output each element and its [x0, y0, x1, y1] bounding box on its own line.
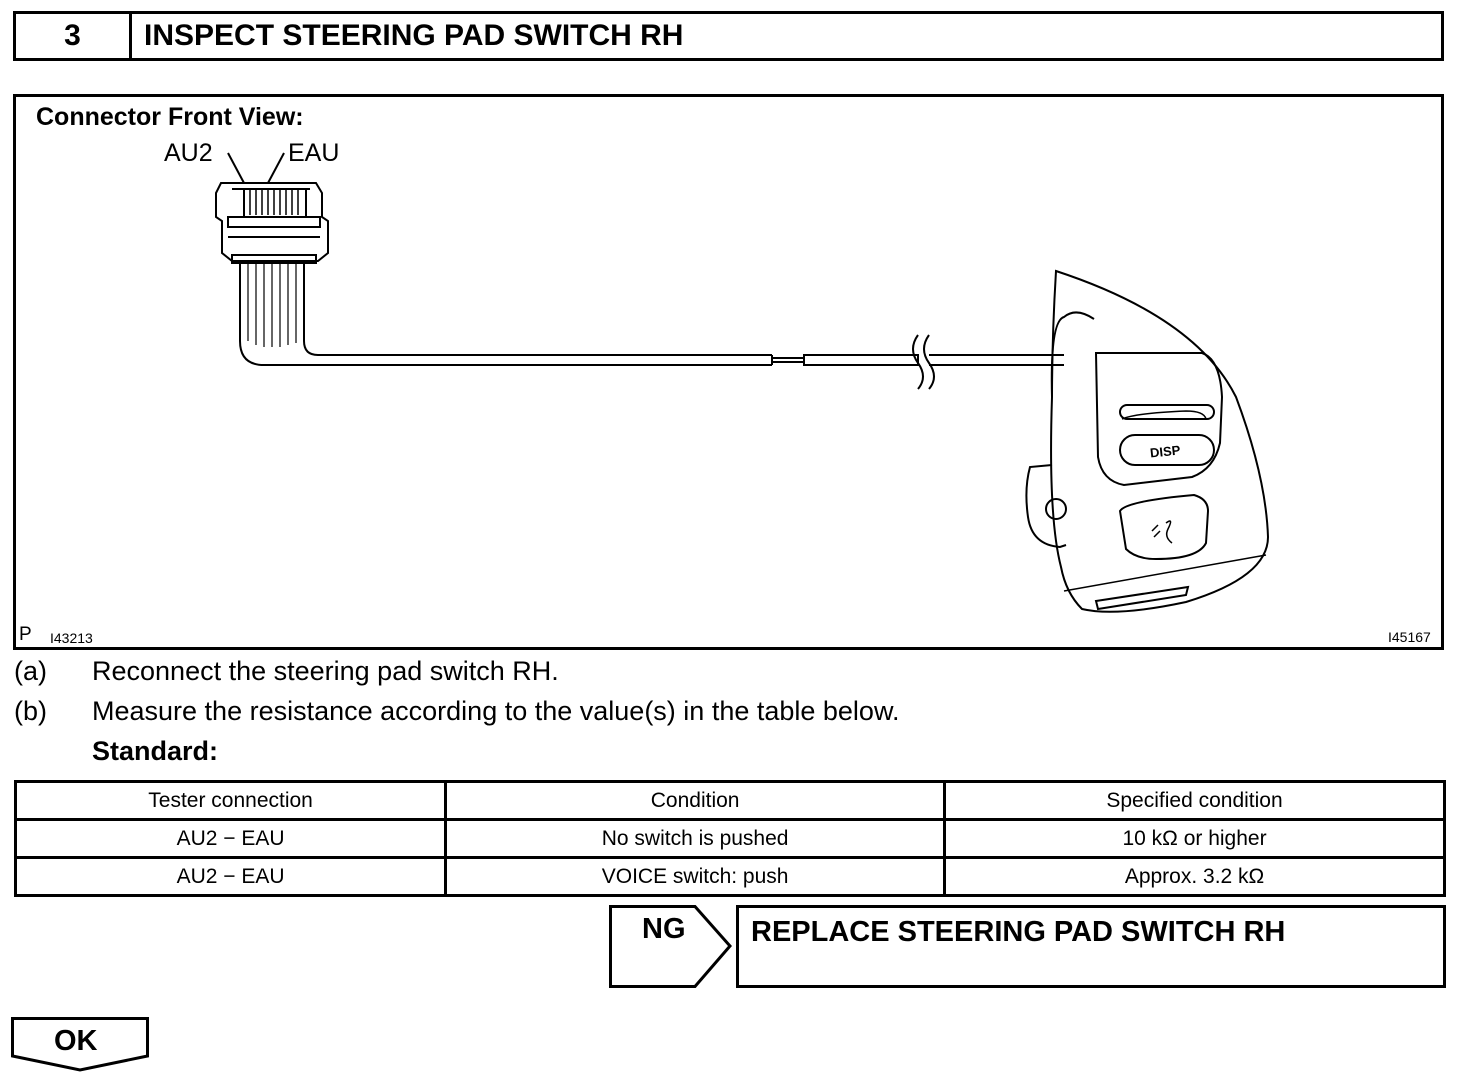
- terminal-label-au2: AU2: [164, 139, 213, 167]
- figure-caption: Connector Front View:: [36, 103, 304, 131]
- steering-pad-switch: [1050, 269, 1270, 613]
- instruction-marker: (a): [14, 656, 47, 686]
- ng-arrow: NG: [609, 905, 733, 996]
- instruction-marker: (b): [14, 696, 47, 726]
- disp-button-label: DISP: [1149, 442, 1182, 461]
- au2-leader: [227, 152, 245, 184]
- mounting-hole: [1045, 498, 1067, 520]
- table-cell: VOICE switch: push: [444, 856, 947, 897]
- break-mark: [912, 334, 924, 390]
- ok-label: OK: [54, 1025, 98, 1057]
- standard-label: Standard:: [92, 736, 219, 766]
- terminal-label-eau: EAU: [288, 139, 340, 167]
- ok-arrow-shape: [11, 1017, 149, 1072]
- wiring-diagram: [215, 152, 1270, 613]
- table-header: Tester connection: [13, 780, 448, 821]
- ok-arrow: OK: [11, 1017, 151, 1078]
- voice-icon: [1151, 520, 1173, 544]
- table-cell: AU2 − EAU: [13, 856, 448, 897]
- table-cell: Approx. 3.2 kΩ: [943, 856, 1446, 897]
- connector-illustration: Connector Front View: AU2 EAU DISP P I43…: [13, 94, 1444, 650]
- eau-leader: [267, 152, 285, 184]
- table-cell: 10 kΩ or higher: [943, 818, 1446, 859]
- terminal-cavities: [249, 189, 299, 215]
- table-row: AU2 − EAU VOICE switch: push Approx. 3.2…: [13, 856, 1446, 897]
- corner-mark: P: [19, 624, 32, 645]
- table-row: AU2 − EAU No switch is pushed 10 kΩ or h…: [13, 818, 1446, 859]
- table-cell: No switch is pushed: [444, 818, 947, 859]
- ng-action-box: REPLACE STEERING PAD SWITCH RH: [736, 905, 1446, 988]
- table-header-row: Tester connection Condition Specified co…: [13, 780, 1446, 821]
- figure-code-left: I43213: [50, 630, 93, 646]
- instruction-text: Reconnect the steering pad switch RH.: [92, 656, 559, 686]
- step-title: INSPECT STEERING PAD SWITCH RH: [144, 19, 684, 52]
- step-header: 3 INSPECT STEERING PAD SWITCH RH: [13, 11, 1444, 61]
- step-number: 3: [16, 14, 132, 58]
- ng-arrow-shape: [609, 905, 732, 988]
- spec-table: Tester connection Condition Specified co…: [13, 780, 1446, 897]
- connector-housing: [215, 182, 329, 262]
- ng-label: NG: [642, 913, 686, 945]
- wire-bundle: [239, 263, 772, 366]
- table-cell: AU2 − EAU: [13, 818, 448, 859]
- instruction-text: Measure the resistance according to the …: [92, 696, 900, 726]
- mounting-bracket: [1025, 464, 1067, 549]
- cable: [772, 357, 804, 363]
- ng-action-text: REPLACE STEERING PAD SWITCH RH: [751, 916, 1286, 948]
- table-header: Specified condition: [943, 780, 1446, 821]
- table-header: Condition: [444, 780, 947, 821]
- figure-code-right: I45167: [1388, 629, 1431, 645]
